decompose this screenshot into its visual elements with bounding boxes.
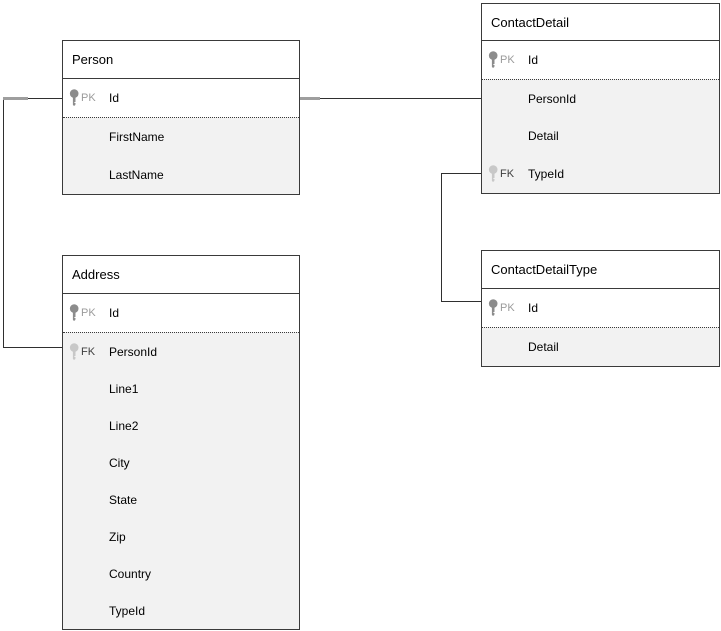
- relationship-connector-contactdetailtype-contactdetail[interactable]: [441, 173, 481, 302]
- column-row: FirstName: [63, 118, 299, 156]
- column-name: TypeId: [109, 603, 146, 618]
- column-row: PK Id: [63, 79, 299, 117]
- column-name: Country: [109, 566, 152, 581]
- table-title: ContactDetailType: [482, 251, 719, 289]
- column-name: City: [109, 455, 130, 470]
- column-row: LastName: [63, 156, 299, 194]
- key-cell: FK: [63, 342, 109, 361]
- pk-section: PK Id: [63, 79, 299, 117]
- fk-key-icon: [488, 165, 499, 183]
- column-row: Detail: [482, 328, 719, 366]
- column-row: PK Id: [63, 294, 299, 332]
- column-name: LastName: [109, 168, 164, 182]
- column-row: Zip: [63, 518, 299, 555]
- column-name: FirstName: [109, 130, 165, 144]
- key-type-label: PK: [81, 307, 96, 319]
- column-row: Line1: [63, 370, 299, 407]
- column-row: Country: [63, 555, 299, 592]
- column-row: City: [63, 444, 299, 481]
- column-row: Detail: [482, 118, 719, 156]
- column-name: Id: [109, 91, 120, 105]
- key-cell: PK: [63, 304, 109, 322]
- column-row: PK Id: [482, 289, 719, 327]
- column-name: State: [109, 492, 138, 507]
- table-title: Person: [63, 41, 299, 79]
- key-cell: PK: [482, 299, 528, 317]
- pk-key-icon: [69, 304, 80, 322]
- relationship-connector-person-address[interactable]: [3, 98, 62, 348]
- column-name: Zip: [109, 529, 126, 544]
- connector-glue-stub: [3, 97, 28, 100]
- pk-section: PK Id: [482, 41, 719, 79]
- column-name: Line1: [109, 381, 139, 396]
- column-row: TypeId: [63, 592, 299, 629]
- column-name: Id: [528, 53, 539, 67]
- fk-key-icon: [69, 342, 80, 361]
- key-type-label: PK: [500, 302, 515, 314]
- column-row: State: [63, 481, 299, 518]
- key-cell: FK: [482, 165, 528, 183]
- pk-key-icon: [488, 299, 499, 317]
- column-name: Detail: [528, 129, 559, 144]
- column-row: FK TypeId: [482, 155, 719, 193]
- key-type-label: PK: [81, 92, 96, 104]
- column-name: Detail: [528, 340, 559, 354]
- relationship-connector-person-contactdetail[interactable]: [300, 98, 481, 99]
- connector-glue-stub: [300, 97, 320, 100]
- columns-section: Detail: [482, 327, 719, 366]
- key-type-label: FK: [500, 167, 515, 180]
- table-title: ContactDetail: [482, 4, 719, 41]
- pk-section: PK Id: [63, 294, 299, 332]
- column-name: Id: [528, 301, 539, 315]
- column-row: Line2: [63, 407, 299, 444]
- column-name: PersonId: [528, 91, 577, 106]
- column-name: TypeId: [528, 166, 565, 181]
- pk-key-icon: [69, 89, 80, 107]
- key-type-label: PK: [500, 54, 515, 66]
- key-cell: PK: [63, 89, 109, 107]
- column-row: PersonId: [482, 80, 719, 118]
- key-cell: PK: [482, 51, 528, 69]
- key-type-label: FK: [81, 345, 96, 358]
- pk-section: PK Id: [482, 289, 719, 327]
- column-row: FK PersonId: [63, 333, 299, 370]
- pk-key-icon: [488, 51, 499, 69]
- column-name: Line2: [109, 418, 139, 433]
- column-name: PersonId: [109, 344, 158, 359]
- column-row: PK Id: [482, 41, 719, 79]
- column-name: Id: [109, 306, 120, 320]
- table-title: Address: [63, 256, 299, 294]
